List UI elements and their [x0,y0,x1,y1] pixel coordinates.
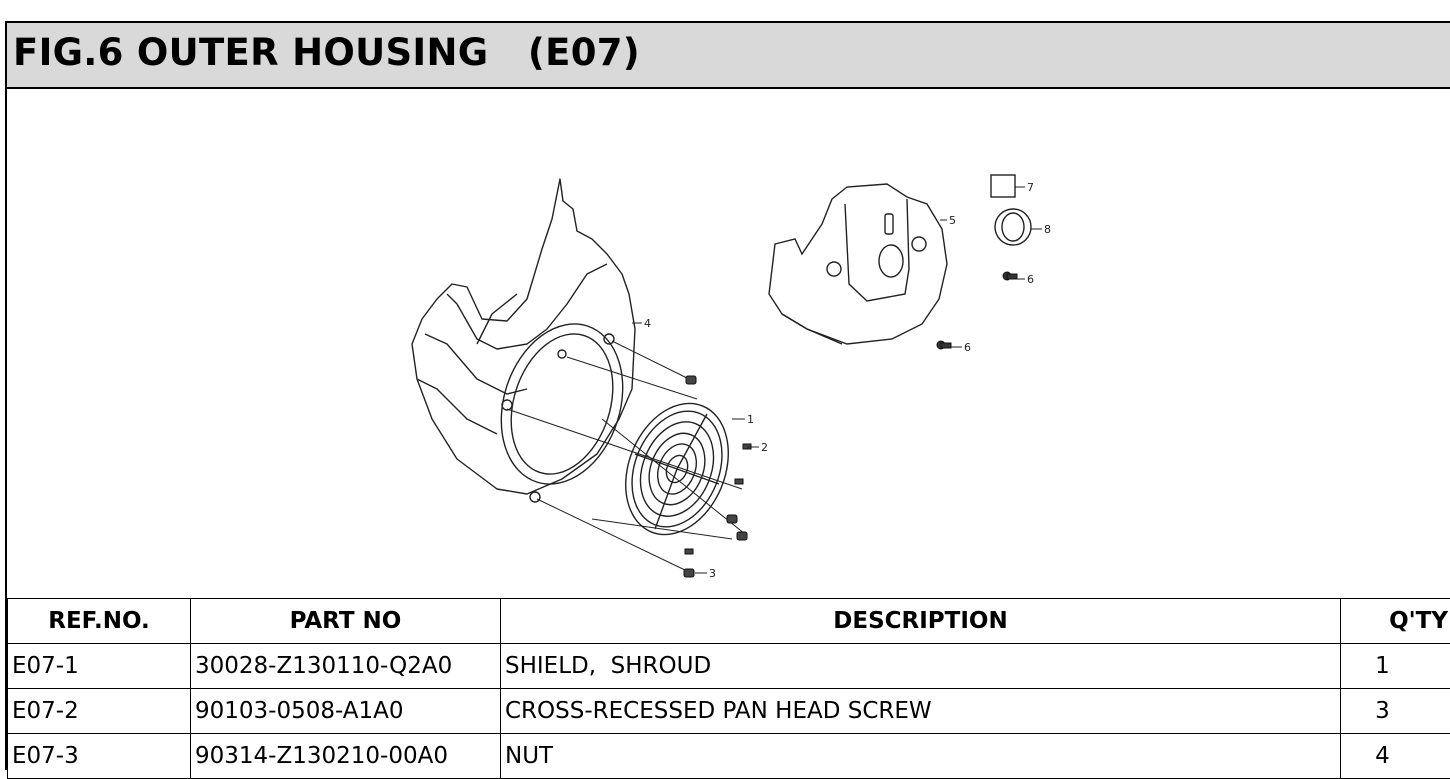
column-header-description: DESCRIPTION [501,599,1341,644]
cell-qty: 1 [1341,644,1450,689]
callout-5: 5 [949,214,956,227]
cell-part-no: 90103-0508-A1A0 [191,689,501,734]
column-header-part-no: PART NO [191,599,501,644]
table-row: E07-1 30028-Z130110-Q2A0 SHIELD, SHROUD … [8,644,1450,689]
cell-ref-no: E07-2 [8,689,191,734]
cell-part-no: 30028-Z130110-Q2A0 [191,644,501,689]
callout-2: 2 [761,441,768,454]
cell-qty: 4 [1341,734,1450,779]
callout-8: 8 [1044,223,1051,236]
cell-ref-no: E07-1 [8,644,191,689]
callout-6-upper: 6 [1027,273,1034,286]
cell-description: NUT [501,734,1341,779]
title-bar: FIG.6 OUTER HOUSING (E07) [7,23,1450,89]
fan-cover-drawing [769,184,947,344]
parts-page-frame: FIG.6 OUTER HOUSING (E07) [5,21,1450,770]
column-header-ref-no: REF.NO. [8,599,191,644]
table-row: E07-3 90314-Z130210-00A0 NUT 4 [8,734,1450,779]
callout-1: 1 [747,413,754,426]
table-row: E07-2 90103-0508-A1A0 CROSS-RECESSED PAN… [8,689,1450,734]
callout-3: 3 [709,567,716,580]
grille-drawing [607,388,747,550]
cell-ref-no: E07-3 [8,734,191,779]
cell-description: SHIELD, SHROUD [501,644,1341,689]
cell-qty: 3 [1341,689,1450,734]
cap-drawing [995,209,1031,245]
callout-7: 7 [1027,181,1034,194]
cell-description: CROSS-RECESSED PAN HEAD SCREW [501,689,1341,734]
exploded-diagram: 4 1 2 3 5 6 6 7 8 [7,89,1450,599]
shroud-outline [412,179,635,494]
callout-6-lower: 6 [964,341,971,354]
cell-part-no: 90314-Z130210-00A0 [191,734,501,779]
column-header-qty: Q'TY [1341,599,1450,644]
page-title: FIG.6 OUTER HOUSING (E07) [13,31,640,74]
callout-4: 4 [644,317,651,330]
parts-table: REF.NO. PART NO DESCRIPTION Q'TY E07-1 3… [7,598,1450,779]
exploded-diagram-drawing: 4 1 2 3 5 6 6 7 8 [7,89,1450,599]
plug-drawing [991,175,1015,197]
table-header-row: REF.NO. PART NO DESCRIPTION Q'TY [8,599,1450,644]
